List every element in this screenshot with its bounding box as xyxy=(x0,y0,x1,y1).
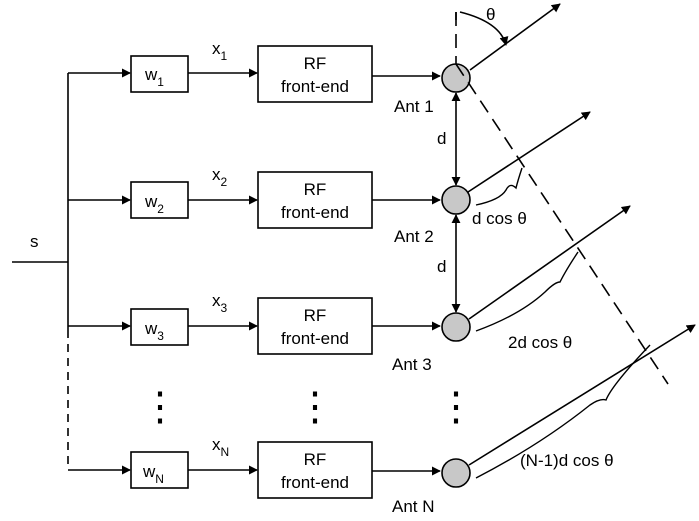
spacing-label-2: d xyxy=(437,257,446,276)
antenna-n xyxy=(441,458,471,488)
rf-frontend-box-2 xyxy=(257,171,373,229)
rf-frontend-box-n xyxy=(257,441,373,499)
rf-label-3a: RF xyxy=(304,306,327,325)
rf-label-3b: front-end xyxy=(281,329,349,348)
ray-1 xyxy=(469,3,561,71)
path-label-1: d cos θ xyxy=(472,209,527,228)
branch-n: wN xN RF front-end Ant N xyxy=(68,435,471,516)
wavefront-line xyxy=(455,63,669,385)
antenna-label-3: Ant 3 xyxy=(392,355,432,374)
angle-label: θ xyxy=(486,5,495,24)
ellipsis-weights: ⋮ xyxy=(140,385,180,429)
path-label-n: (N-1)d cos θ xyxy=(520,451,614,470)
antenna-label-1: Ant 1 xyxy=(394,97,434,116)
weight-box-3 xyxy=(130,308,189,346)
weight-label-1: w1 xyxy=(144,65,164,89)
rf-frontend-box-3 xyxy=(257,297,373,355)
antenna-3 xyxy=(441,312,471,342)
ray-2 xyxy=(467,111,591,193)
ray-n xyxy=(468,324,696,466)
brace-n xyxy=(475,344,651,479)
weight-box-1 xyxy=(130,55,189,93)
weight-box-2 xyxy=(130,181,189,219)
ray-3 xyxy=(468,205,631,320)
path-label-2: 2d cos θ xyxy=(508,333,572,352)
weight-label-2: w2 xyxy=(144,192,164,216)
rf-label-1a: RF xyxy=(304,54,327,73)
input-bus xyxy=(12,73,69,470)
weight-box-n xyxy=(130,451,189,489)
ellipsis-rf: ⋮ xyxy=(295,385,335,429)
rf-label-2b: front-end xyxy=(281,203,349,222)
weight-label-n: wN xyxy=(142,462,164,486)
antenna-1 xyxy=(441,63,471,93)
signal-label-3: x3 xyxy=(212,291,228,315)
brace-2 xyxy=(475,251,579,332)
rf-label-nb: front-end xyxy=(281,473,349,492)
rf-frontend-box-1 xyxy=(257,45,373,103)
rf-label-1b: front-end xyxy=(281,77,349,96)
signal-label-n: xN xyxy=(212,435,229,459)
signal-label-2: x2 xyxy=(212,165,228,189)
rf-label-na: RF xyxy=(304,450,327,469)
antenna-label-n: Ant N xyxy=(392,497,435,516)
rf-label-2a: RF xyxy=(304,180,327,199)
weight-label-3: w3 xyxy=(144,319,164,343)
signal-label-1: x1 xyxy=(212,39,228,63)
input-label: s xyxy=(30,232,39,251)
ellipsis-antennas: ⋮ xyxy=(436,385,476,429)
antenna-label-2: Ant 2 xyxy=(394,227,434,246)
spacing-label-1: d xyxy=(437,129,446,148)
antenna-2 xyxy=(441,185,471,215)
branch-3: w3 x3 RF front-end Ant 3 xyxy=(68,291,471,374)
branch-1: w1 x1 RF front-end Ant 1 xyxy=(68,39,471,116)
angle-arc xyxy=(459,11,509,46)
branch-2: w2 x2 RF front-end Ant 2 xyxy=(68,165,471,246)
brace-1 xyxy=(475,167,523,206)
